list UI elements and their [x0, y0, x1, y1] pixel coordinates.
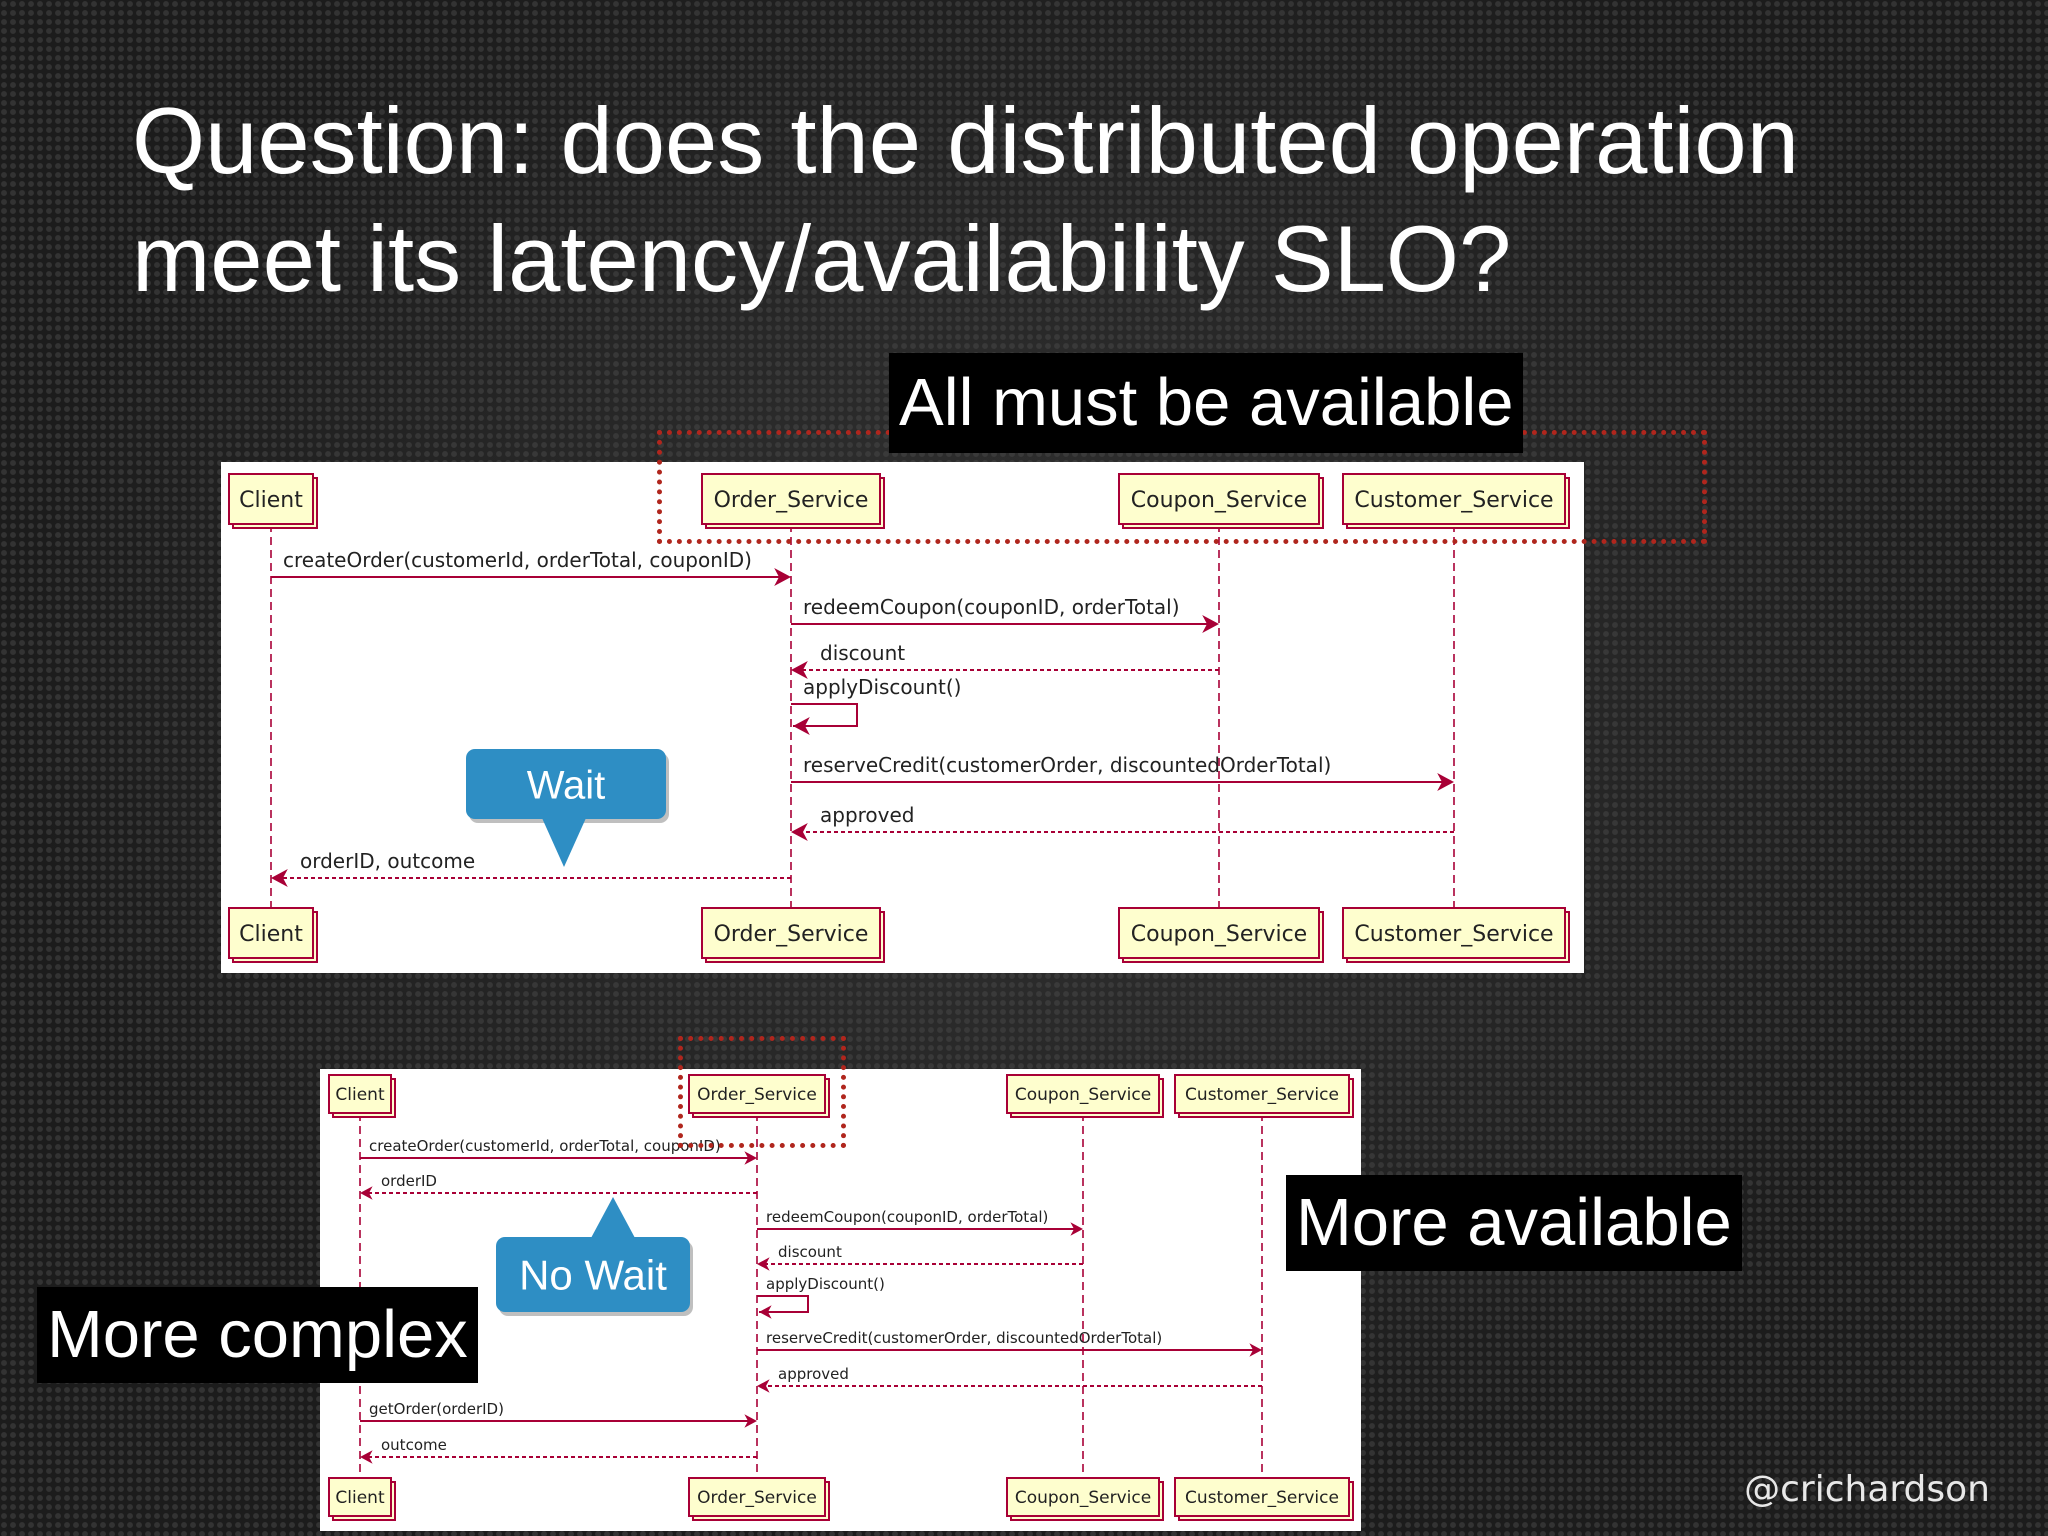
participant-label: Coupon_Service	[1131, 922, 1307, 947]
message-label: reserveCredit(customerOrder, discountedO…	[803, 753, 1331, 777]
participant-coupon-service-bottom: Coupon_Service	[1006, 1477, 1164, 1521]
message-line	[791, 703, 858, 727]
participant-client-bottom: Client	[328, 1477, 396, 1521]
message-label: orderID	[381, 1172, 437, 1190]
participant-coupon-service-bottom: Coupon_Service	[1118, 907, 1324, 963]
message-getorder-orderid: getOrder(orderID)	[360, 1400, 757, 1428]
participant-client-top: Client	[228, 473, 318, 529]
message-label: createOrder(customerId, orderTotal, coup…	[283, 548, 752, 572]
more-complex-callout: More complex	[37, 1287, 478, 1383]
arrowhead	[793, 717, 810, 735]
participant-label: Order_Service	[714, 488, 869, 513]
message-outcome: outcome	[360, 1436, 757, 1464]
arrowhead	[744, 1414, 757, 1428]
arrowhead	[757, 1257, 770, 1271]
participant-label: Client	[335, 1488, 385, 1508]
speech-bubble-label: Wait	[527, 763, 606, 807]
participant-customer-service-top: Customer_Service	[1342, 473, 1570, 529]
participant-label: Coupon_Service	[1015, 1488, 1151, 1508]
participant-order-service-bottom: Order_Service	[688, 1477, 830, 1521]
arrowhead	[271, 869, 288, 887]
participant-customer-service-bottom: Customer_Service	[1342, 907, 1570, 963]
arrowhead	[360, 1450, 373, 1464]
participant-client-top: Client	[328, 1074, 396, 1118]
message-label: approved	[778, 1365, 849, 1383]
participant-order-service-top: Order_Service	[701, 473, 885, 529]
message-orderid: orderID	[360, 1172, 757, 1200]
order-service-highlight-box	[678, 1036, 846, 1148]
participant-order-service-top: Order_Service	[688, 1074, 830, 1118]
participant-label: Coupon_Service	[1131, 488, 1307, 513]
arrowhead	[744, 1151, 757, 1165]
arrowhead	[757, 1379, 770, 1393]
participant-label: Order_Service	[714, 922, 869, 947]
message-reservecredit-customerorder-discountedordertotal: reserveCredit(customerOrder, discountedO…	[791, 753, 1454, 791]
participant-coupon-service-top: Coupon_Service	[1118, 473, 1324, 529]
participant-order-service-bottom: Order_Service	[701, 907, 885, 963]
message-applydiscount: applyDiscount()	[791, 675, 961, 735]
slide-title: Question: does the distributed operation…	[132, 82, 1982, 318]
participant-label: Client	[335, 1085, 385, 1105]
message-label: redeemCoupon(couponID, orderTotal)	[766, 1208, 1048, 1226]
message-discount: discount	[757, 1243, 1083, 1271]
message-approved: approved	[757, 1365, 1262, 1393]
message-label: applyDiscount()	[803, 675, 961, 699]
participant-label: Order_Service	[697, 1488, 817, 1508]
arrowhead	[360, 1186, 373, 1200]
message-label: discount	[820, 641, 905, 665]
arrowhead	[774, 568, 791, 586]
speech-bubble: Wait	[466, 749, 669, 867]
arrowhead	[1437, 773, 1454, 791]
message-applydiscount: applyDiscount()	[757, 1275, 885, 1319]
participant-client-bottom: Client	[228, 907, 318, 963]
participant-customer-service-top: Customer_Service	[1174, 1074, 1354, 1118]
message-orderid-outcome: orderID, outcome	[271, 849, 791, 887]
message-line	[757, 1295, 809, 1313]
more-available-callout: More available	[1286, 1175, 1742, 1271]
message-label: outcome	[381, 1436, 447, 1454]
message-label: reserveCredit(customerOrder, discountedO…	[766, 1329, 1162, 1347]
slide-title-line-1: Question: does the distributed operation	[132, 88, 1799, 193]
arrowhead	[791, 661, 808, 679]
slide-title-line-2: meet its latency/availability SLO?	[132, 206, 1512, 311]
arrowhead	[1070, 1222, 1083, 1236]
message-label: applyDiscount()	[766, 1275, 885, 1293]
arrowhead	[1202, 615, 1219, 633]
message-label: redeemCoupon(couponID, orderTotal)	[803, 595, 1180, 619]
message-label: orderID, outcome	[300, 849, 475, 873]
speech-bubble: No Wait	[496, 1197, 693, 1316]
message-discount: discount	[791, 641, 1219, 679]
participant-label: Client	[239, 488, 303, 513]
message-reservecredit-customerorder-discountedordertotal: reserveCredit(customerOrder, discountedO…	[757, 1329, 1262, 1357]
message-label: discount	[778, 1243, 842, 1261]
speech-bubble-label: No Wait	[519, 1252, 667, 1299]
participant-label: Coupon_Service	[1015, 1085, 1151, 1105]
arrowhead	[791, 823, 808, 841]
participant-label: Customer_Service	[1354, 922, 1553, 947]
message-label: getOrder(orderID)	[369, 1400, 504, 1418]
participant-label: Order_Service	[697, 1085, 817, 1105]
participant-coupon-service-top: Coupon_Service	[1006, 1074, 1164, 1118]
message-redeemcoupon-couponid-ordertotal: redeemCoupon(couponID, orderTotal)	[791, 595, 1219, 633]
arrowhead	[1249, 1343, 1262, 1357]
message-createorder-customerid-ordertotal-couponid: createOrder(customerId, orderTotal, coup…	[271, 548, 791, 586]
participant-label: Customer_Service	[1354, 488, 1553, 513]
message-approved: approved	[791, 803, 1454, 841]
message-label: approved	[820, 803, 915, 827]
arrowhead	[759, 1305, 772, 1319]
participant-customer-service-bottom: Customer_Service	[1174, 1477, 1354, 1521]
message-redeemcoupon-couponid-ordertotal: redeemCoupon(couponID, orderTotal)	[757, 1208, 1083, 1236]
message-label: createOrder(customerId, orderTotal, coup…	[369, 1137, 721, 1155]
all-must-be-available-callout: All must be available	[889, 353, 1524, 453]
message-createorder-customerid-ordertotal-couponid: createOrder(customerId, orderTotal, coup…	[360, 1137, 757, 1165]
author-handle: @crichardson	[1744, 1469, 1990, 1510]
participant-label: Client	[239, 922, 303, 947]
participant-label: Customer_Service	[1185, 1488, 1339, 1508]
participant-label: Customer_Service	[1185, 1085, 1339, 1105]
